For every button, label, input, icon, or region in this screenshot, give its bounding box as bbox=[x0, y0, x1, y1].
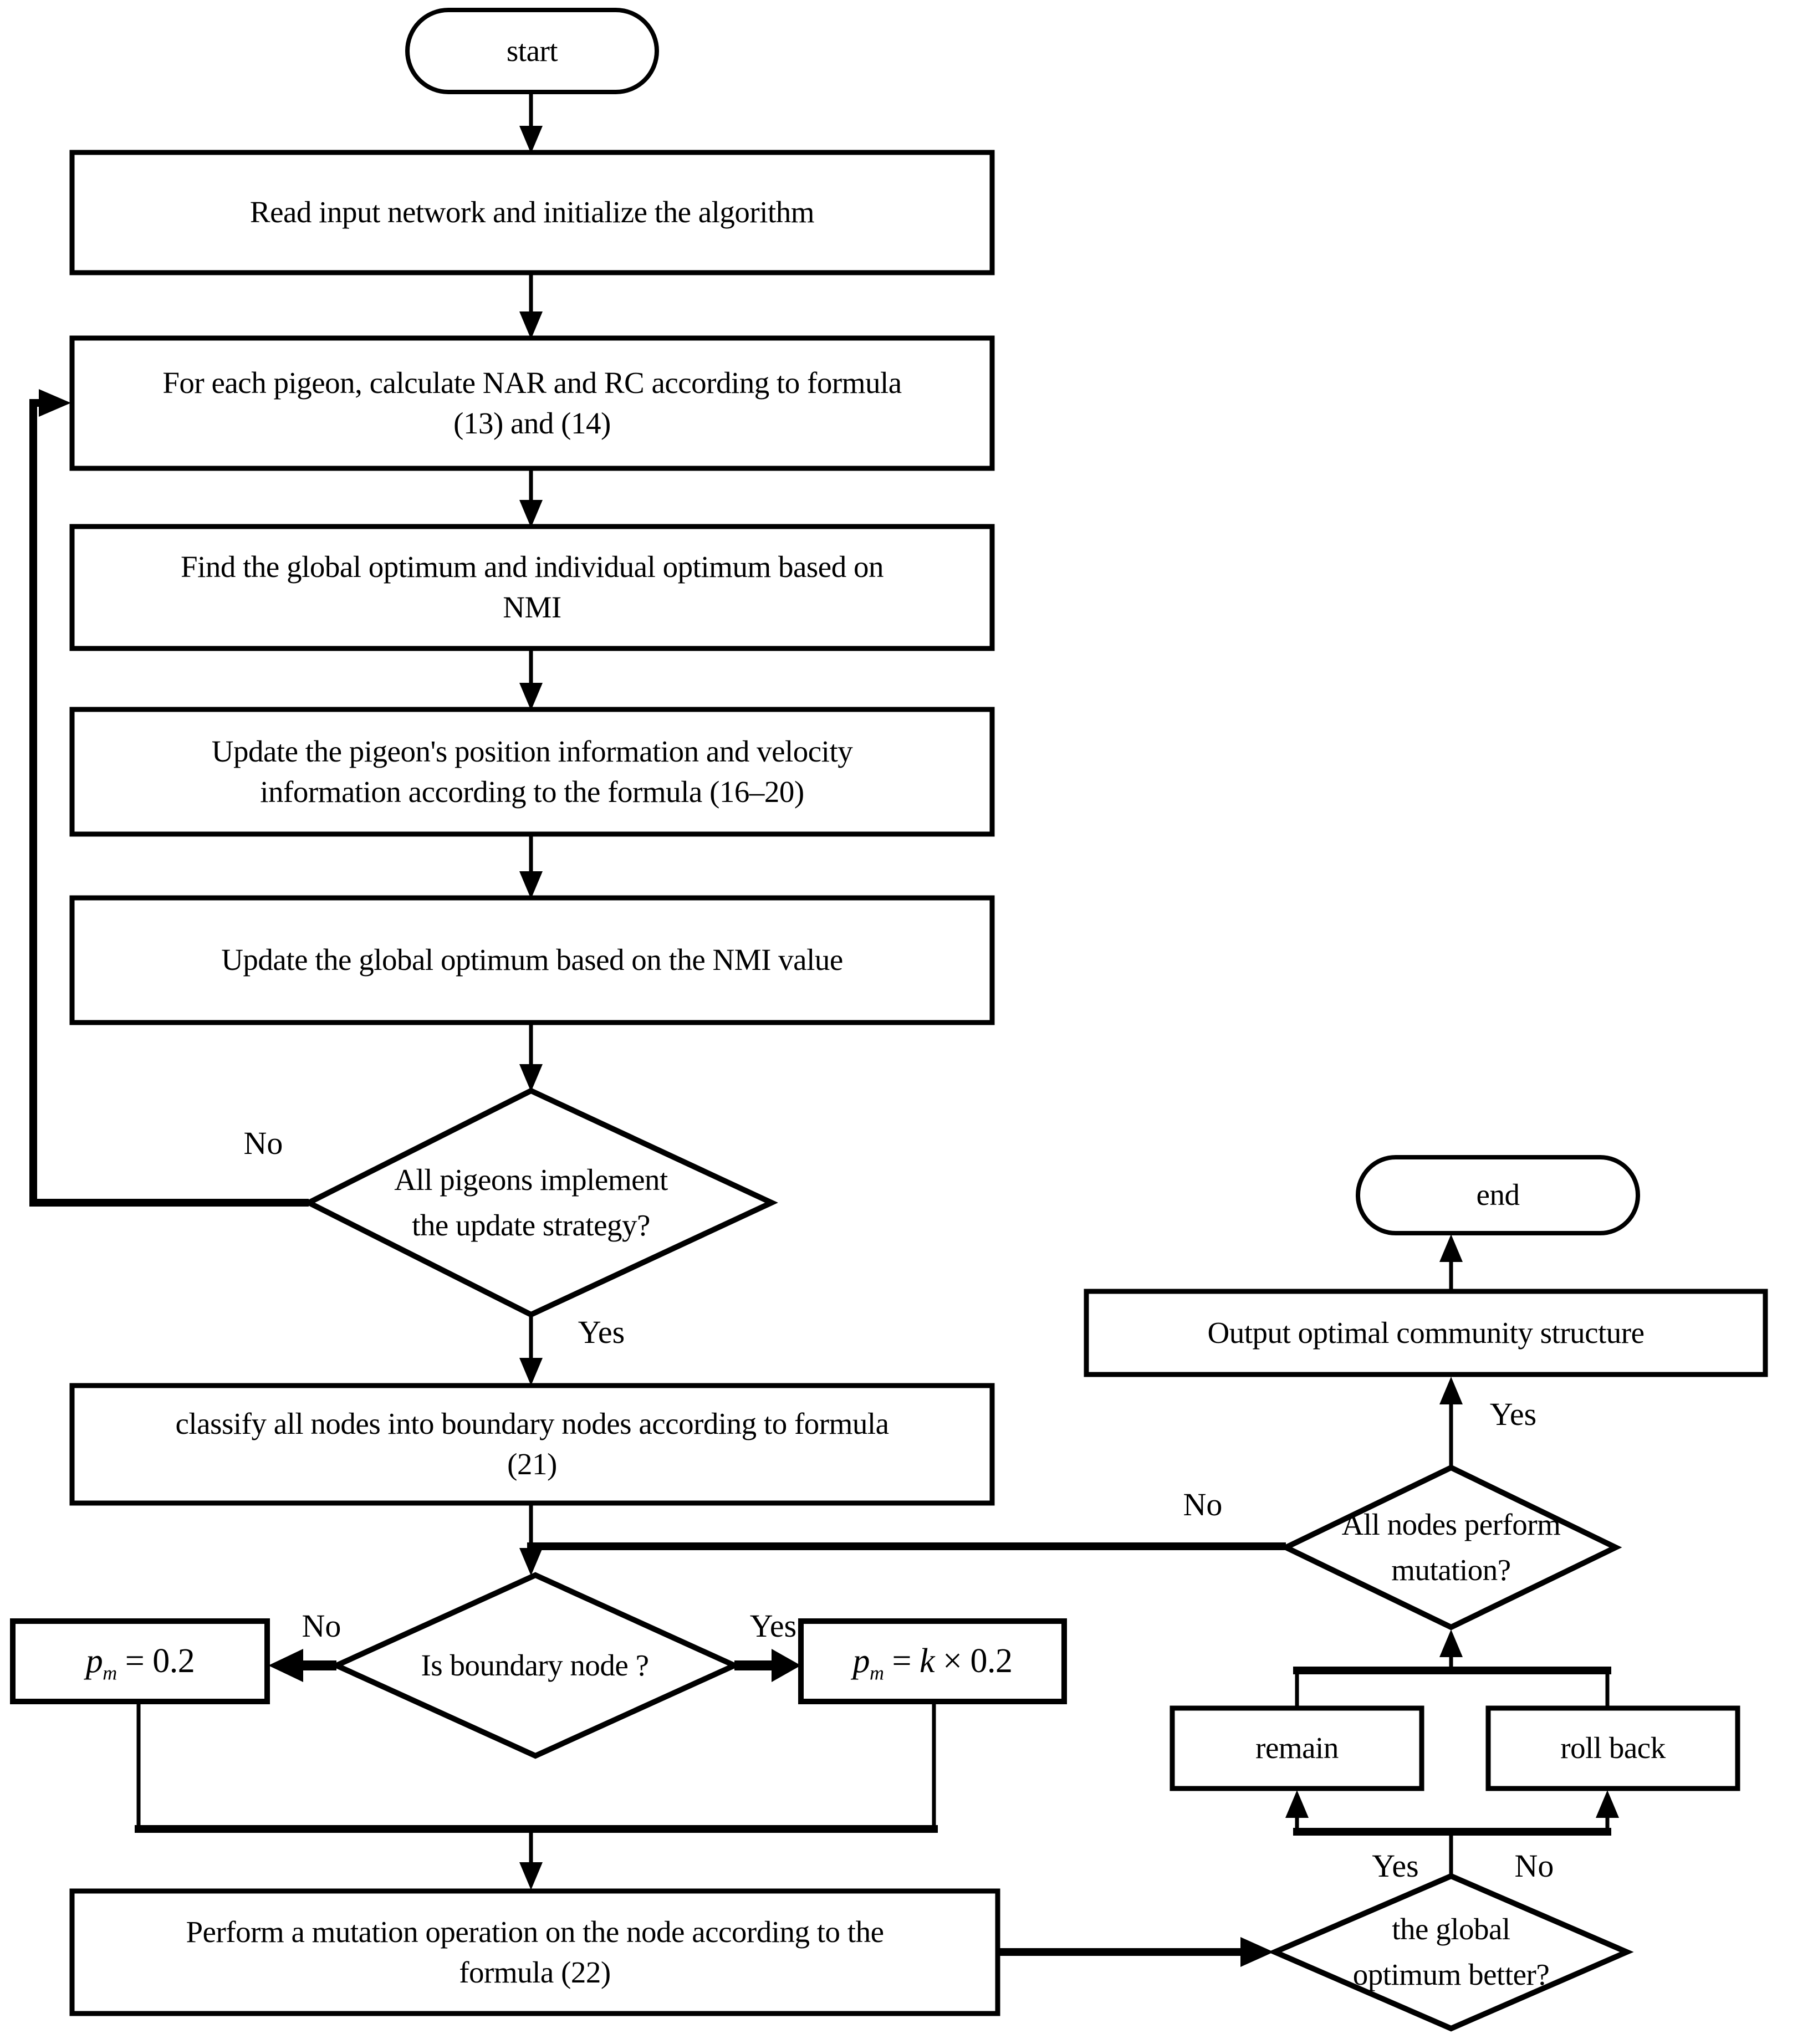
all-pigeons-decision-label: All pigeons implement the update strateg… bbox=[394, 1162, 668, 1243]
update-global-label: Update the global optimum based on the N… bbox=[221, 943, 843, 977]
branch-pigeons-no: No bbox=[243, 1125, 283, 1161]
remain-label: remain bbox=[1255, 1731, 1339, 1765]
find-optimum-label: Find the global optimum and individual o… bbox=[181, 550, 884, 624]
arrowhead-better-no-rollback bbox=[1596, 1790, 1619, 1818]
branch-pigeons-yes: Yes bbox=[578, 1314, 625, 1350]
arrowhead-boundary-no bbox=[268, 1649, 303, 1682]
read-input-box bbox=[69, 150, 995, 275]
arrowhead-better-yes-remain bbox=[1285, 1790, 1309, 1818]
pm-boundary-box bbox=[798, 1618, 1067, 1704]
arrowhead-into-mutationbox bbox=[519, 1862, 543, 1890]
arrowhead-into-mutationdecision bbox=[1439, 1629, 1463, 1657]
arrowhead-find-to-updatepos bbox=[519, 683, 543, 711]
is-boundary-decision-label: Is boundary node ? bbox=[421, 1648, 649, 1682]
global-better-decision-diamond bbox=[1268, 1873, 1634, 2032]
arrowhead-into-boundarydecision bbox=[519, 1548, 543, 1576]
branch-mutated-no: No bbox=[1183, 1486, 1223, 1522]
classify-nodes-box bbox=[69, 1383, 995, 1506]
branch-mutated-yes: Yes bbox=[1489, 1396, 1537, 1432]
all-nodes-mutated-decision-label: All nodes perform mutation? bbox=[1341, 1507, 1561, 1587]
pm-boundary-formula-text: pm = k × 0.2 bbox=[852, 1642, 1013, 1684]
arrowhead-loop-to-calc bbox=[39, 389, 71, 417]
roll-back-label: roll back bbox=[1560, 1731, 1666, 1765]
perform-mutation-label: Perform a mutation operation on the node… bbox=[186, 1914, 884, 1989]
output-structure-label: Output optimal community structure bbox=[1207, 1315, 1645, 1350]
branch-boundary-no: No bbox=[302, 1607, 341, 1644]
arrowhead-updateglobal-to-pigeondecision bbox=[519, 1064, 543, 1092]
all-nodes-mutated-decision-diamond bbox=[1279, 1464, 1622, 1631]
arrowhead-into-betterdecision bbox=[1240, 1937, 1274, 1967]
update-global-box bbox=[69, 895, 995, 1025]
arrowhead-output-to-end bbox=[1439, 1234, 1463, 1262]
is-boundary-decision-diamond bbox=[329, 1572, 742, 1759]
end-label: end bbox=[1476, 1178, 1520, 1212]
start-oval bbox=[405, 8, 659, 94]
pm-default-formula: pm = 0.2 bbox=[18, 1621, 262, 1701]
calc-nar-rc-box bbox=[69, 335, 995, 471]
arrowhead-start-to-read bbox=[519, 126, 543, 154]
find-optimum-box bbox=[69, 524, 995, 651]
arrowhead-updatepos-to-updateglobal bbox=[519, 871, 543, 899]
all-pigeons-decision-diamond bbox=[302, 1087, 778, 1318]
arrowhead-boundary-yes bbox=[772, 1649, 801, 1682]
arrowhead-calc-to-find bbox=[519, 500, 543, 528]
pm-boundary-formula: pm = k × 0.2 bbox=[806, 1621, 1059, 1701]
calc-nar-rc-label: For each pigeon, calculate NAR and RC ac… bbox=[162, 365, 902, 440]
remain-box bbox=[1170, 1705, 1424, 1791]
pm-default-formula-text: pm = 0.2 bbox=[85, 1642, 195, 1684]
output-structure-box bbox=[1084, 1289, 1768, 1377]
branch-boundary-yes: Yes bbox=[749, 1607, 797, 1644]
classify-nodes-label: classify all nodes into boundary nodes a… bbox=[175, 1407, 889, 1481]
branch-better-yes: Yes bbox=[1372, 1847, 1419, 1884]
update-position-label: Update the pigeon's position information… bbox=[211, 734, 853, 809]
end-oval bbox=[1356, 1155, 1640, 1235]
roll-back-box bbox=[1485, 1705, 1740, 1791]
read-input-label: Read input network and initialize the al… bbox=[249, 195, 815, 229]
global-better-decision-label: the global optimum better? bbox=[1352, 1912, 1550, 1992]
update-position-box bbox=[69, 707, 995, 837]
arrowhead-mutated-yes-output bbox=[1439, 1377, 1463, 1404]
arrowhead-read-to-calc bbox=[519, 311, 543, 339]
arrowhead-pigeonyes-to-classify bbox=[519, 1358, 543, 1386]
edge-pigeondecision-no-loop bbox=[29, 399, 309, 1207]
perform-mutation-box bbox=[69, 1888, 1000, 2016]
pm-default-box bbox=[10, 1618, 270, 1704]
start-label: start bbox=[506, 33, 558, 68]
branch-better-no: No bbox=[1514, 1847, 1554, 1884]
